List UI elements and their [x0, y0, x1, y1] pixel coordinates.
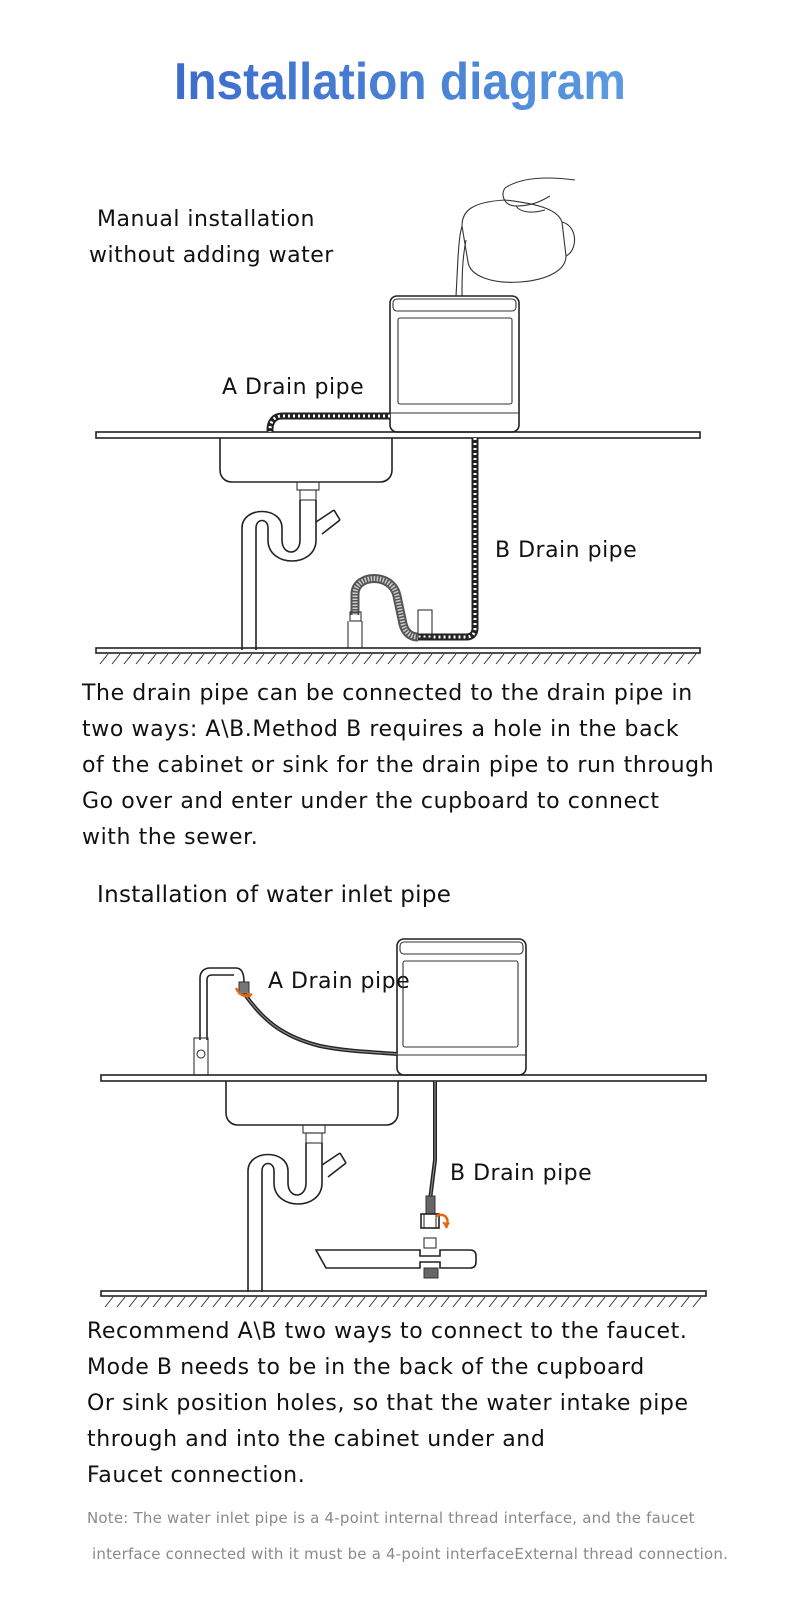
drain-pipe-a-label: A Drain pipe: [222, 375, 365, 400]
water-inlet-diagram: [100, 938, 707, 1308]
manual-install-label-line2: without adding water: [89, 243, 334, 268]
inlet-description-line2: Mode B needs to be in the back of the cu…: [87, 1355, 645, 1380]
drain-installation-diagram: [95, 177, 701, 665]
dishwasher-illustration-2: [396, 938, 527, 1076]
drain-description-line4: Go over and enter under the cupboard to …: [82, 789, 660, 814]
inlet-pipe-a-label: A Drain pipe: [268, 969, 411, 994]
drain-description-line3: of the cabinet or sink for the drain pip…: [82, 753, 715, 778]
drain-pipe-b: [418, 438, 479, 641]
floor-2: [100, 1290, 707, 1297]
floor-drain-hose: [347, 574, 433, 648]
sink-basin: [219, 438, 393, 483]
faucet-b-connector: [314, 1195, 477, 1279]
inlet-description-line3: Or sink position holes, so that the wate…: [87, 1391, 689, 1416]
p-trap-pipe: [241, 481, 341, 650]
p-trap-pipe-2: [247, 1124, 347, 1292]
floor: [95, 647, 701, 654]
inlet-hose-a: [244, 994, 398, 1056]
note-line1: Note: The water inlet pipe is a 4-point …: [87, 1509, 695, 1527]
countertop-2: [100, 1074, 707, 1082]
inlet-description-line5: Faucet connection.: [87, 1463, 306, 1488]
manual-install-label-line1: Manual installation: [97, 207, 315, 232]
faucet-a: [193, 967, 250, 1076]
sink-basin-2: [225, 1081, 399, 1126]
floor-hatching: [99, 653, 697, 665]
drain-description-line2: two ways: A\B.Method B requires a hole i…: [82, 717, 680, 742]
countertop: [95, 431, 701, 439]
floor-hatching-2: [104, 1296, 702, 1308]
note-line2: interface connected with it must be a 4-…: [92, 1545, 729, 1563]
water-inlet-heading: Installation of water inlet pipe: [97, 882, 452, 908]
dishwasher-illustration: [389, 295, 520, 433]
drain-description-line1: The drain pipe can be connected to the d…: [82, 681, 693, 706]
drain-pipe-b-label: B Drain pipe: [495, 538, 638, 563]
inlet-description-line4: through and into the cabinet under and: [87, 1427, 546, 1452]
page-title: Installation diagram: [32, 52, 768, 112]
drain-description-line5: with the sewer.: [82, 825, 259, 850]
inlet-pipe-b-label: B Drain pipe: [450, 1161, 593, 1186]
water-jug-illustration: [455, 177, 576, 297]
inlet-description-line1: Recommend A\B two ways to connect to the…: [87, 1319, 688, 1344]
drain-pipe-a: [266, 412, 390, 432]
